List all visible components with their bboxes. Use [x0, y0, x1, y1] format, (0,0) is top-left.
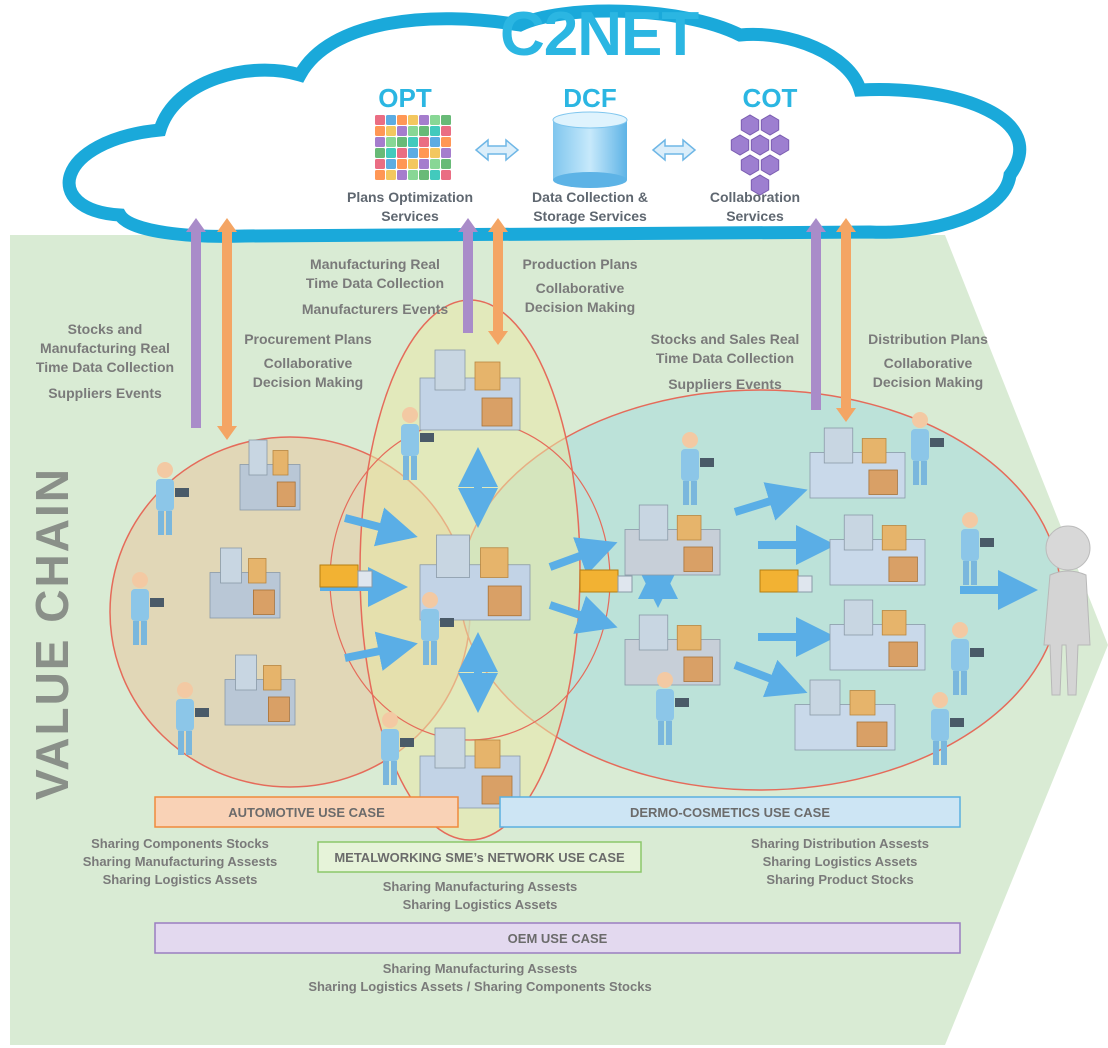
opt-code: OPT [378, 83, 432, 113]
right-plans-line: Decision Making [872, 374, 984, 390]
left-plans-line: Procurement Plans [244, 331, 372, 347]
left-plans-line: Decision Making [252, 374, 364, 390]
dermo-bar [499, 796, 961, 828]
right-data-line: Stocks and Sales Real [650, 331, 800, 347]
right-plans-label: Distribution Plans Collaborative Decisio… [848, 330, 1008, 392]
left-data-line: Time Data Collection [35, 359, 175, 375]
worker-icons [131, 407, 994, 785]
right-plans-line: Distribution Plans [868, 331, 988, 347]
left-plans-label: Procurement Plans Collaborative Decision… [228, 330, 388, 392]
metal-item: Sharing Manufacturing Assests [382, 879, 578, 894]
mid-plans-line: Production Plans [522, 256, 638, 272]
mid-data-line: Manufacturers Events [301, 301, 449, 317]
oem-item: Sharing Manufacturing Assests [382, 961, 578, 976]
left-plans-line: Collaborative [263, 355, 353, 371]
plant-icons [209, 349, 926, 809]
opt-label-line1: Plans Optimization [346, 189, 473, 205]
automotive-bar [154, 796, 459, 828]
dermo-use-case-label: DERMO-COSMETICS USE CASE [629, 804, 831, 820]
oem-bar [154, 922, 961, 954]
mid-plans-line: Decision Making [524, 299, 636, 315]
customer-figure-icon [1043, 525, 1091, 696]
data-flow-arrows [186, 218, 856, 440]
mid-plans-line: Collaborative [535, 280, 625, 296]
opt-label: Plans Optimization Services [330, 188, 490, 226]
opt-label-line2: Services [381, 208, 439, 224]
cot-code: COT [742, 83, 798, 113]
dcf-label-line2: Storage Services [533, 208, 647, 224]
grid-blocks-icon [375, 115, 451, 180]
metal-items: Sharing Manufacturing Assests Sharing Lo… [340, 878, 620, 914]
metal-use-case-label: METALWORKING SME’s NETWORK USE CASE [334, 849, 625, 865]
cot-label-line1: Collaboration [709, 189, 801, 205]
oem-use-case-label: OEM USE CASE [507, 930, 608, 946]
mid-data-line: Manufacturing Real [310, 256, 440, 272]
mid-data-line: Time Data Collection [305, 275, 445, 291]
automotive-items: Sharing Components Stocks Sharing Manufa… [60, 835, 300, 889]
metal-item: Sharing Logistics Assets [402, 897, 558, 912]
value-chain-label: VALUE CHAIN [26, 467, 78, 800]
right-data-line: Suppliers Events [668, 376, 782, 392]
c2net-cloud [62, 4, 1027, 243]
left-data-line: Suppliers Events [48, 385, 162, 401]
right-data-label: Stocks and Sales Real Time Data Collecti… [635, 330, 815, 394]
left-data-line: Stocks and [67, 321, 143, 337]
left-data-line: Manufacturing Real [40, 340, 170, 356]
automotive-item: Sharing Logistics Assets [102, 872, 258, 887]
dermo-item: Sharing Product Stocks [766, 872, 914, 887]
automotive-use-case-label: AUTOMOTIVE USE CASE [228, 804, 385, 820]
dermo-items: Sharing Distribution Assests Sharing Log… [720, 835, 960, 889]
automotive-item: Sharing Components Stocks [91, 836, 269, 851]
cot-label: Collaboration Services [690, 188, 820, 226]
oem-items: Sharing Manufacturing Assests Sharing Lo… [230, 960, 730, 996]
double-arrow-icon [474, 138, 697, 162]
database-cylinder-icon [552, 111, 628, 188]
automotive-item: Sharing Manufacturing Assests [82, 854, 278, 869]
oem-item: Sharing Logistics Assets / Sharing Compo… [308, 979, 652, 994]
mid-data-label: Manufacturing Real Time Data Collection … [285, 255, 465, 319]
dcf-label-line1: Data Collection & [532, 189, 648, 205]
dcf-label: Data Collection & Storage Services [505, 188, 675, 226]
cot-label-line2: Services [726, 208, 784, 224]
dcf-code: DCF [563, 83, 617, 113]
dermo-item: Sharing Logistics Assets [762, 854, 918, 869]
metal-bar [317, 841, 642, 873]
mid-plans-label: Production Plans Collaborative Decision … [500, 255, 660, 317]
left-data-label: Stocks and Manufacturing Real Time Data … [15, 320, 195, 403]
right-data-line: Time Data Collection [655, 350, 795, 366]
hexagon-cluster-icon [730, 114, 790, 196]
right-plans-line: Collaborative [883, 355, 973, 371]
dermo-item: Sharing Distribution Assests [751, 836, 929, 851]
c2net-title: C2NET [500, 0, 699, 69]
